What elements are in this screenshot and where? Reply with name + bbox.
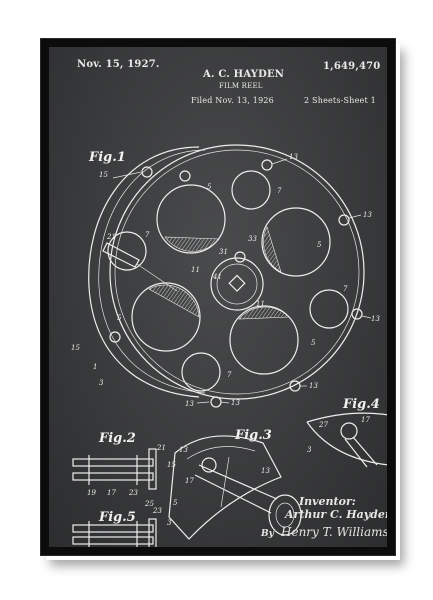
callout-13: 13 [371, 315, 380, 323]
patent-inventor: A. C. HAYDEN [203, 69, 285, 80]
reel-opening-shading [263, 226, 282, 273]
patent-subject: FILM REEL [219, 82, 263, 90]
reel-rivet [141, 166, 153, 178]
svg-text:17: 17 [107, 489, 116, 497]
attorney-signature: Henry T. Williams [281, 525, 387, 539]
svg-text:21: 21 [156, 444, 166, 452]
callout-7: 7 [227, 371, 232, 379]
callout-5: 5 [117, 314, 122, 322]
figure-3-label: Fig.3 [234, 428, 272, 443]
callout-7: 7 [145, 231, 150, 239]
figure-3-drawing: 13 15 13 17 5 3 [167, 435, 302, 540]
reel-rivet [289, 380, 301, 392]
reel-opening [156, 184, 226, 254]
figure-5-drawing: 23 [72, 507, 162, 547]
figure-4-drawing: 27 17 3 [306, 412, 387, 468]
figure-5-label: Fig.5 [98, 510, 136, 525]
callout-33: 33 [248, 235, 257, 243]
svg-text:25: 25 [144, 500, 154, 508]
reel-back-flange [88, 146, 200, 398]
reel-rivet [210, 396, 222, 408]
picture-frame: Nov. 15, 1927. A. C. HAYDEN FILM REEL Fi… [40, 38, 396, 556]
callout-13: 13 [289, 153, 298, 161]
svg-text:13: 13 [179, 446, 188, 454]
reel-small-opening [181, 352, 221, 392]
reel-callouts: 13 15 5 7 13 21 7 5 33 31 11 41 7 11 5 1… [71, 153, 380, 408]
callout-13: 13 [231, 399, 240, 407]
reel-rivet [261, 159, 273, 171]
figure-2-label: Fig.2 [98, 431, 136, 446]
callout-1: 1 [93, 363, 97, 371]
figure-2-drawing: 21 19 17 23 25 [72, 444, 166, 508]
figure-4-label: Fig.4 [342, 397, 380, 412]
figure-1-label: Fig.1 [88, 150, 126, 165]
patent-drawing: 13 15 5 7 13 21 7 5 33 31 11 41 7 11 5 1… [71, 144, 387, 547]
reel-small-opening [231, 170, 271, 210]
inventor-name: Arthur C. Hayden [285, 508, 387, 521]
reel-opening [131, 282, 201, 352]
callout-7: 7 [343, 285, 348, 293]
reel-opening-shading [148, 284, 200, 318]
svg-text:27: 27 [318, 421, 328, 429]
svg-text:15: 15 [167, 461, 176, 469]
reel-opening [229, 305, 299, 375]
svg-text:19: 19 [87, 489, 96, 497]
patent-date: Nov. 15, 1927. [77, 59, 160, 70]
callout-31: 31 [219, 248, 228, 256]
reel-drawing [88, 144, 365, 408]
callout-7: 7 [277, 187, 282, 195]
inventor-label: Inventor: [299, 495, 356, 508]
callout-21: 21 [106, 233, 116, 241]
reel-hub-outer [210, 257, 264, 311]
svg-text:17: 17 [361, 416, 370, 424]
callout-15: 15 [71, 344, 80, 352]
reel-hub-inner [216, 263, 258, 305]
callout-5: 5 [207, 183, 212, 191]
callout-5: 5 [311, 339, 316, 347]
blueprint-board: Nov. 15, 1927. A. C. HAYDEN FILM REEL Fi… [49, 47, 387, 547]
reel-opening-shading [238, 306, 290, 320]
attorney-by: By [261, 529, 274, 539]
svg-text:23: 23 [152, 507, 162, 515]
svg-text:17: 17 [185, 477, 194, 485]
callout-41: 41 [212, 273, 222, 281]
reel-crank-shaft [136, 263, 178, 292]
reel-rivet [179, 170, 191, 182]
reel-rivet [338, 214, 350, 226]
reel-rivet [351, 308, 363, 320]
callout-13: 13 [363, 211, 372, 219]
svg-text:23: 23 [128, 489, 138, 497]
reel-opening-shading [164, 236, 220, 252]
callout-5: 5 [317, 241, 322, 249]
reel-small-opening [107, 231, 147, 271]
reel-hub-square [228, 274, 246, 292]
callout-3: 3 [99, 379, 104, 387]
reel-disc-rim [114, 149, 360, 395]
patent-number: 1,649,470 [323, 61, 381, 72]
patent-filed: Filed Nov. 13, 1926 [191, 96, 274, 105]
svg-text:3: 3 [167, 519, 172, 527]
svg-text:5: 5 [173, 499, 178, 507]
callout-11: 11 [191, 266, 200, 274]
callout-11: 11 [256, 300, 265, 308]
svg-text:3: 3 [307, 446, 312, 454]
reel-disc-outer [109, 144, 365, 400]
reel-opening [261, 207, 331, 277]
patent-sheets: 2 Sheets-Sheet 1 [304, 96, 376, 105]
callout-15: 15 [99, 171, 108, 179]
callout-13: 13 [309, 382, 318, 390]
reel-small-opening [309, 289, 349, 329]
svg-text:13: 13 [261, 467, 270, 475]
reel-rivet [109, 331, 121, 343]
reel-hub-pin [234, 251, 246, 263]
reel-crank [102, 242, 140, 268]
callout-13: 13 [185, 400, 194, 408]
